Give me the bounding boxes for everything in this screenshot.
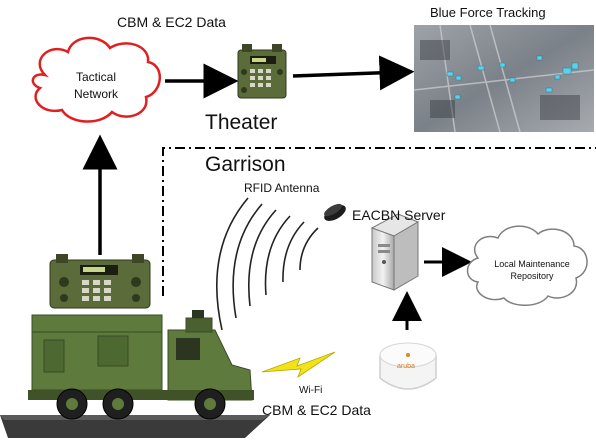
wifi-label: Wi-Fi — [299, 385, 323, 396]
wifi-access-point-icon — [379, 342, 437, 390]
radio-icon-bottom — [49, 254, 151, 309]
rf-waves — [215, 197, 319, 331]
eacbn-server-label: EACBN Server — [352, 207, 446, 223]
server-icon — [370, 213, 420, 291]
rfid-antenna-label: RFID Antenna — [244, 181, 320, 195]
cbm-data-label-top: CBM & EC2 Data — [117, 14, 226, 30]
truck-platform — [0, 415, 270, 438]
tactical-network-cloud — [31, 36, 161, 123]
cbm-data-label-bottom: CBM & EC2 Data — [262, 402, 371, 418]
blue-force-tracking-label: Blue Force Tracking — [430, 5, 546, 20]
tactical-network-label: Tactical Network — [73, 70, 118, 101]
lightning-icon — [261, 351, 336, 379]
garrison-boundary — [162, 147, 596, 296]
radio-icon-top — [237, 44, 287, 99]
local-maintenance-repository-label: Local Maintenance Repository — [494, 259, 570, 282]
truck-icon — [28, 310, 254, 420]
repository-cloud — [466, 225, 588, 306]
access-point-brand-label: aruba — [397, 363, 415, 370]
rfid-antenna-icon — [324, 203, 346, 221]
blue-force-map — [413, 24, 595, 133]
theater-label: Theater — [205, 111, 278, 134]
garrison-label: Garrison — [205, 153, 286, 176]
arrow-radio-to-map — [292, 55, 415, 91]
